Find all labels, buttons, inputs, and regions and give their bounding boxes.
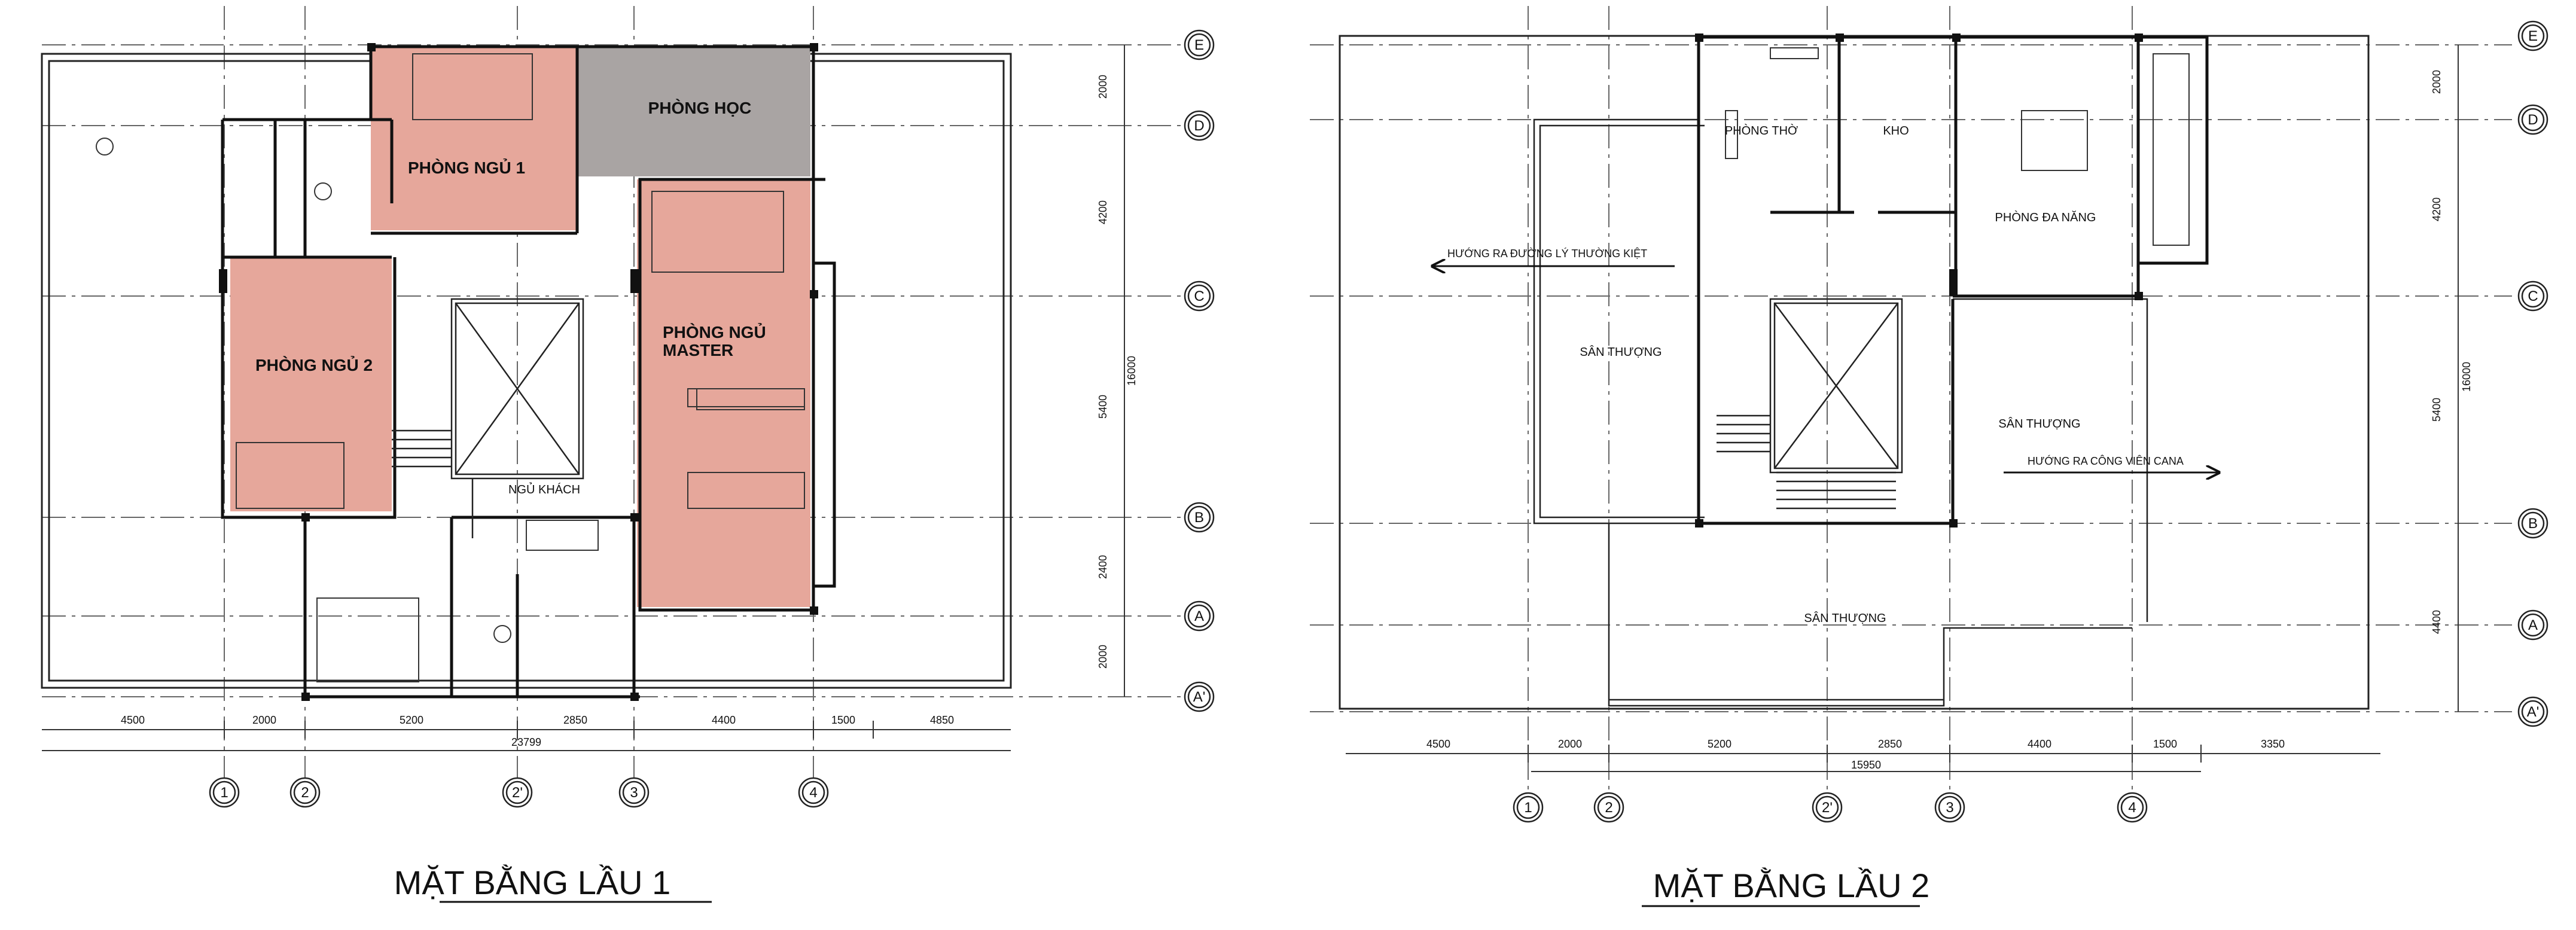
plan2-col-dim-5: 4400 [2028, 738, 2051, 750]
plan2-row-dim-4: 4400 [2431, 610, 2443, 634]
plan1-axis-2-prime: 2' [512, 785, 523, 801]
plan2-row-dim-3: 5400 [2431, 398, 2443, 422]
plan1-row-dim-1: 2000 [1097, 75, 1109, 99]
plan1-master-label-line2: MASTER [663, 341, 733, 359]
plan1-col-dim-5: 4400 [712, 714, 736, 726]
plan2-col-dim-4: 2850 [1878, 738, 1902, 750]
plan1-col-dim-2: 2000 [252, 714, 276, 726]
plan1-living-label: NGỦ KHÁCH [508, 482, 580, 496]
plan1-title: MẶT BẰNG LẦU 1 [394, 864, 671, 901]
plan2-axis-grid [1310, 6, 2512, 807]
plan1-axis-A-prime: A' [1193, 689, 1206, 705]
plan2-terraces [1533, 118, 2148, 707]
plan2-terrace-left-label: SÂN THƯỢNG [1580, 345, 1662, 359]
plan1-bedroom1-fill [371, 48, 577, 230]
plan2-terrace-right-label: SÂN THƯỢNG [1998, 417, 2080, 431]
plan1-row-total: 16000 [1126, 356, 1138, 386]
plan2-row-dim-2: 4200 [2431, 197, 2443, 221]
plan2-col-dim-3: 5200 [1708, 738, 1731, 750]
plan1-bedroom2-fill [230, 257, 392, 511]
plan-2-floor2: PHÒNG THỜ KHO PHÒNG ĐA NĂNG SÂN THƯỢNG S… [1310, 6, 2548, 907]
plan1-axis-D: D [1194, 118, 1204, 134]
plan1-axis-A: A [1194, 608, 1204, 624]
plan1-col-dim-3: 5200 [400, 714, 423, 726]
plan1-row-dim-5: 2000 [1097, 645, 1109, 669]
plan1-col-total: 23799 [511, 736, 541, 748]
plan2-row-dim-1: 2000 [2431, 70, 2443, 94]
plan2-axis-3: 3 [1946, 800, 1953, 816]
plan1-axis-2: 2 [301, 785, 309, 801]
plan2-axis-2-prime: 2' [1822, 800, 1833, 816]
plan1-axis-E: E [1194, 37, 1204, 53]
plan1-col-dim-1: 4500 [121, 714, 145, 726]
plan1-study-fill [577, 48, 810, 176]
plan2-arrow-left-label: HƯỚNG RA ĐƯỜNG LÝ THƯỜNG KIỆT [1447, 247, 1647, 260]
plan2-axis-E: E [2528, 28, 2538, 44]
plan1-col-axes: 1 2 2' 3 4 [209, 777, 829, 808]
plan2-terrace-bottom-label: SÂN THƯỢNG [1804, 611, 1886, 625]
plan2-col-axes: 1 2 2' 3 4 [1513, 792, 2148, 823]
plan2-col-dim-7: 3350 [2261, 738, 2285, 750]
plan2-title: MẶT BẰNG LẦU 2 [1653, 867, 1930, 904]
plan1-bedroom2-label: PHÒNG NGỦ 2 [255, 355, 373, 374]
plan1-bedroom1-label: PHÒNG NGỦ 1 [408, 158, 525, 177]
plan2-columns [1695, 33, 2143, 527]
plan2-right-dimensions: 2000 4200 5400 4400 16000 [2431, 45, 2473, 712]
plan2-col-dim-6: 1500 [2153, 738, 2177, 750]
plan2-axis-D: D [2528, 112, 2538, 128]
plan2-storage-label: KHO [1883, 124, 1909, 138]
plan1-row-dim-2: 4200 [1097, 200, 1109, 224]
plan2-multi-label: PHÒNG ĐA NĂNG [1995, 211, 2096, 224]
plan2-axis-1: 1 [1524, 800, 1532, 816]
plan1-row-axes: E D C B A A' [1184, 29, 1215, 712]
plan2-axis-4: 4 [2128, 800, 2136, 816]
plan1-col-dim-6: 1500 [831, 714, 855, 726]
plan1-master-label-line1: PHÒNG NGỦ [663, 322, 766, 341]
plan1-stair-void [392, 298, 584, 538]
plan2-row-total: 16000 [2461, 362, 2473, 392]
plan2-axis-2: 2 [1605, 800, 1612, 816]
plan2-arrow-right-label: HƯỚNG RA CÔNG VIÊN CANA [2028, 455, 2184, 467]
plan1-axis-1: 1 [220, 785, 228, 801]
plan2-row-axes: E D C B A A' [2517, 20, 2548, 727]
plan1-col-dim-4: 2850 [563, 714, 587, 726]
plan2-walls [1697, 35, 2209, 525]
plan2-furniture [1725, 47, 2190, 246]
plan1-row-dim-4: 2400 [1097, 555, 1109, 579]
plan2-bottom-dimensions: 4500 2000 5200 2850 4400 1500 3350 15950 [1346, 738, 2380, 772]
plan1-axis-C: C [1194, 288, 1204, 304]
plan1-furniture [96, 53, 805, 682]
plan2-axis-B: B [2528, 516, 2538, 532]
plan2-axis-A-prime: A' [2527, 704, 2540, 720]
plan1-right-dimensions: 2000 4200 5400 2400 2000 16000 [1097, 45, 1138, 697]
plan1-master-fill [637, 179, 810, 607]
plan2-col-dim-2: 2000 [1558, 738, 1582, 750]
plan2-col-dim-1: 4500 [1426, 738, 1450, 750]
plan1-columns [219, 43, 818, 701]
plan1-row-dim-3: 5400 [1097, 395, 1109, 419]
plan2-col-total: 15950 [1851, 759, 1881, 771]
plan1-axis-3: 3 [630, 785, 638, 801]
plan2-site-outline [1339, 35, 2370, 710]
plan1-col-dim-7: 4850 [930, 714, 954, 726]
plan2-stair-void [1717, 298, 1903, 510]
plan1-bottom-dimensions: 4500 2000 5200 2850 4400 1500 4850 23799 [42, 714, 1011, 751]
plan2-axis-A: A [2528, 617, 2538, 633]
plan-1-floor1: PHÒNG NGỦ 1 PHÒNG HỌC PHÒNG NGỦ 2 PHÒNG … [41, 6, 1215, 903]
plan1-axis-4: 4 [809, 785, 817, 801]
plan1-study-label: PHÒNG HỌC [648, 99, 752, 117]
plan2-worship-label: PHÒNG THỜ [1725, 124, 1798, 138]
plan2-axis-C: C [2528, 288, 2538, 304]
plan1-axis-B: B [1194, 510, 1204, 526]
